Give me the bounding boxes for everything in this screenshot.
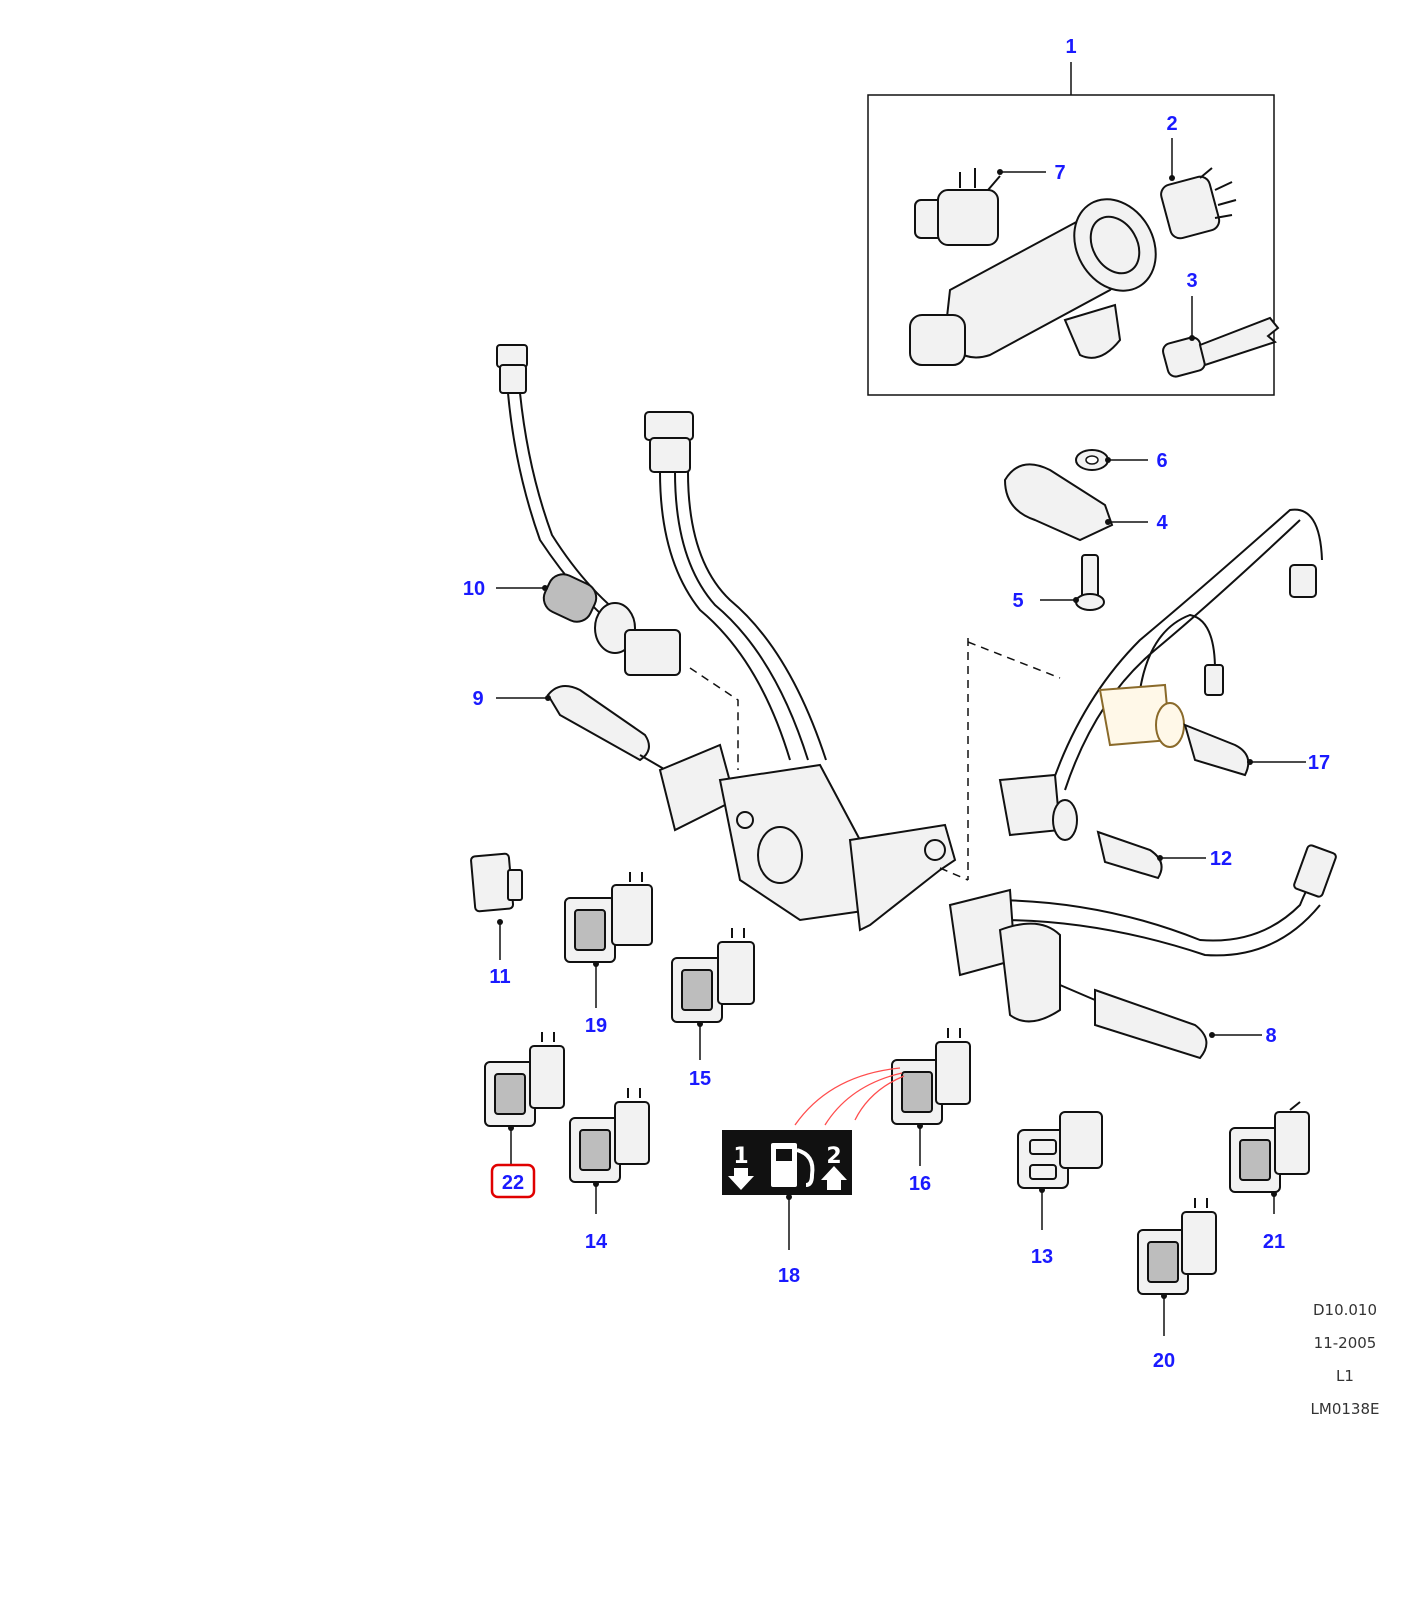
rocker-switch-part-20 — [1137, 1198, 1217, 1336]
knob-part-10 — [496, 573, 681, 676]
switch-part-13 — [1017, 1111, 1103, 1230]
bolt-part-5 — [1040, 554, 1105, 611]
clamp-part-4 — [1003, 463, 1148, 542]
callout-13: 13 — [1031, 1246, 1053, 1268]
rocker-switch-part-22 — [484, 1032, 565, 1165]
ref-illustration-id: LM0138E — [1311, 1400, 1380, 1418]
callout-4: 4 — [1156, 512, 1168, 534]
callout-10: 10 — [463, 578, 485, 600]
callout-8: 8 — [1265, 1025, 1276, 1047]
callout-2: 2 — [1166, 113, 1177, 135]
callout-7: 7 — [1054, 162, 1065, 184]
callout-20: 20 — [1153, 1350, 1175, 1372]
callout-19: 19 — [585, 1015, 607, 1037]
arrow-down-icon — [728, 1168, 754, 1190]
callout-6: 6 — [1156, 450, 1167, 472]
callout-3: 3 — [1186, 270, 1197, 292]
callout-22: 22 — [502, 1172, 524, 1194]
rocker-switch-part-16 — [891, 1028, 971, 1166]
ref-date: 11-2005 — [1314, 1334, 1377, 1352]
rocker-switch-part-14 — [569, 1088, 650, 1214]
switch-bracket-assembly — [658, 743, 957, 932]
switch-part-12 — [998, 773, 1206, 880]
callout-14: 14 — [585, 1231, 608, 1253]
highlight-box-22 — [490, 1163, 536, 1199]
harness-right — [1049, 508, 1323, 791]
callout-17: 17 — [1308, 752, 1330, 774]
blank-cover-part-11 — [470, 852, 523, 960]
steering-lock-housing — [909, 198, 1157, 366]
stalk-switch-part-9 — [496, 685, 701, 791]
rocker-switch-part-21 — [1229, 1101, 1310, 1214]
fuel-selector-label-part-18: 1 2 — [722, 1130, 852, 1250]
rocker-switch-part-15 — [671, 928, 755, 1060]
key-part-3 — [1162, 296, 1280, 378]
label-gear-up-number: 2 — [826, 1144, 841, 1169]
callout-11: 11 — [489, 966, 510, 988]
fuel-pump-icon — [771, 1143, 815, 1187]
washer-part-6 — [1075, 449, 1148, 471]
callout-1: 1 — [1065, 36, 1076, 58]
ref-drawing-code: D10.010 — [1313, 1301, 1377, 1319]
callout-5: 5 — [1012, 590, 1023, 612]
callout-16: 16 — [909, 1173, 931, 1195]
callout-12: 12 — [1210, 848, 1232, 870]
arrow-up-icon — [821, 1166, 847, 1190]
callout-9: 9 — [472, 688, 483, 710]
callout-21: 21 — [1263, 1231, 1285, 1253]
ignition-switch-part-7 — [914, 168, 1046, 246]
rocker-switch-part-19 — [564, 872, 653, 1008]
callout-18: 18 — [778, 1265, 800, 1287]
wiper-stalk-part-8 — [948, 844, 1337, 1060]
callout-15: 15 — [689, 1068, 711, 1090]
switch-part-17 — [1098, 683, 1306, 777]
switch-body-part-2 — [1160, 138, 1237, 240]
harness-left — [496, 344, 827, 761]
ref-revision: L1 — [1336, 1367, 1354, 1385]
label-gear-down-number: 1 — [733, 1144, 748, 1169]
